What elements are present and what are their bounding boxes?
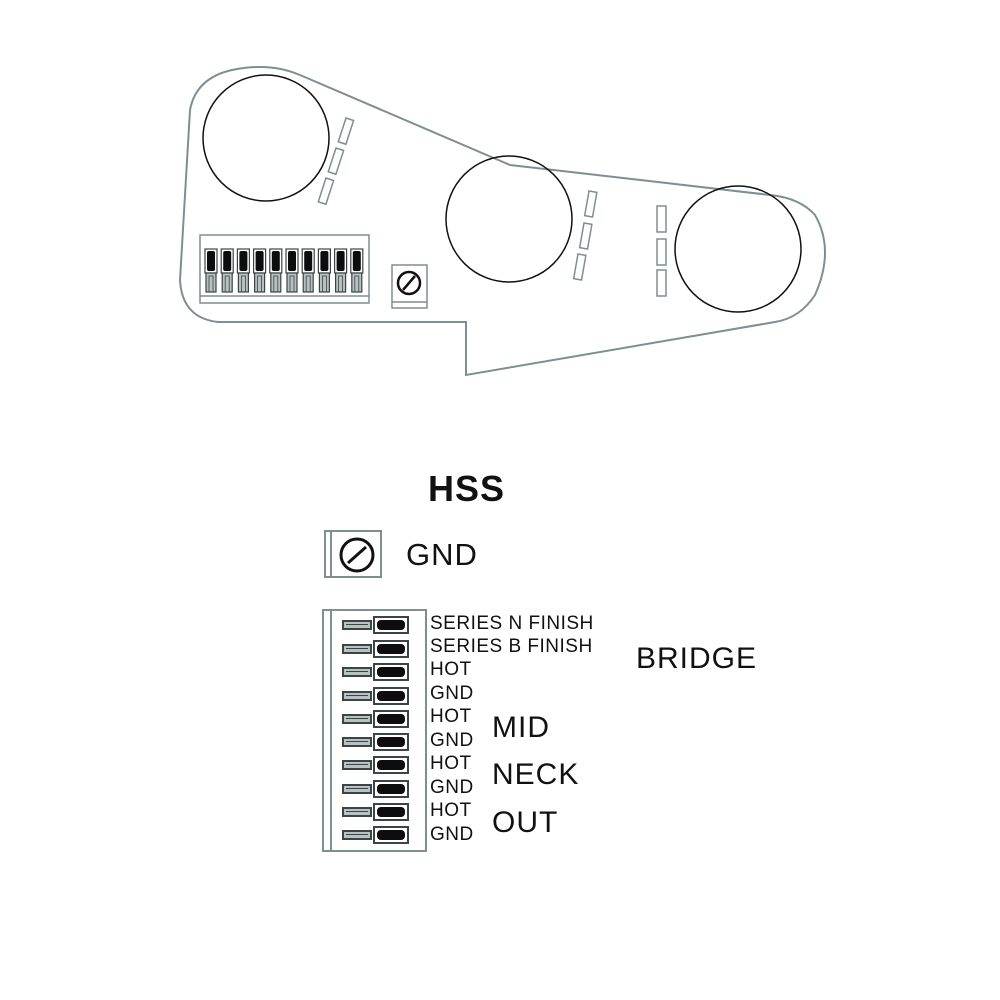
- terminal-pin-8: [342, 780, 409, 798]
- pin-label-4: GND: [430, 683, 474, 704]
- pin-label-2: SERIES B FINISH: [430, 636, 593, 657]
- gnd-pot-symbol: [324, 530, 382, 578]
- board-terminal-block: [199, 234, 370, 304]
- pin-label-5: HOT: [430, 706, 472, 727]
- group-label-out: OUT: [492, 806, 559, 839]
- terminal-pin-1: [342, 616, 409, 634]
- terminal-pin-3: [342, 663, 409, 681]
- board-terminal: [285, 248, 299, 293]
- board-terminal: [317, 248, 331, 293]
- pickguard-board-drawing: [178, 66, 826, 377]
- terminal-pin-4: [342, 687, 409, 705]
- neck-pickup-circle: [202, 74, 330, 202]
- pin-label-1: SERIES N FINISH: [430, 613, 594, 634]
- group-label-bridge: BRIDGE: [636, 642, 758, 675]
- group-label-mid: MID: [492, 711, 550, 744]
- terminal-pin-9: [342, 803, 409, 821]
- pin-label-8: GND: [430, 777, 474, 798]
- board-terminal: [269, 248, 283, 293]
- mid-pad-slots: [572, 190, 598, 281]
- bridge-pickup-circle: [674, 185, 802, 313]
- board-terminal: [301, 248, 315, 293]
- board-terminal: [236, 248, 250, 293]
- board-outline: [178, 66, 826, 377]
- pin-label-9: HOT: [430, 800, 472, 821]
- pin-label-7: HOT: [430, 753, 472, 774]
- mid-pickup-circle: [445, 155, 573, 283]
- terminal-pin-10: [342, 826, 409, 844]
- board-terminal: [350, 248, 364, 293]
- terminal-pin-6: [342, 733, 409, 751]
- pin-label-10: GND: [430, 824, 474, 845]
- pin-label-3: HOT: [430, 659, 472, 680]
- neck-pad-slots: [317, 117, 355, 206]
- terminal-block-legend: [322, 609, 427, 852]
- bridge-pad-slots: [656, 205, 667, 297]
- board-terminal: [334, 248, 348, 293]
- pot-slot-icon: [339, 537, 375, 573]
- pin-label-6: GND: [430, 730, 474, 751]
- terminal-pin-5: [342, 710, 409, 728]
- board-terminal: [253, 248, 267, 293]
- diagram-title: HSS: [428, 468, 506, 509]
- board-terminal: [220, 248, 234, 293]
- terminal-pin-2: [342, 640, 409, 658]
- terminal-pin-7: [342, 756, 409, 774]
- group-label-neck: NECK: [492, 758, 580, 791]
- board-gnd-pot: [391, 264, 428, 309]
- gnd-pot-label: GND: [406, 537, 478, 572]
- board-terminal: [204, 248, 218, 293]
